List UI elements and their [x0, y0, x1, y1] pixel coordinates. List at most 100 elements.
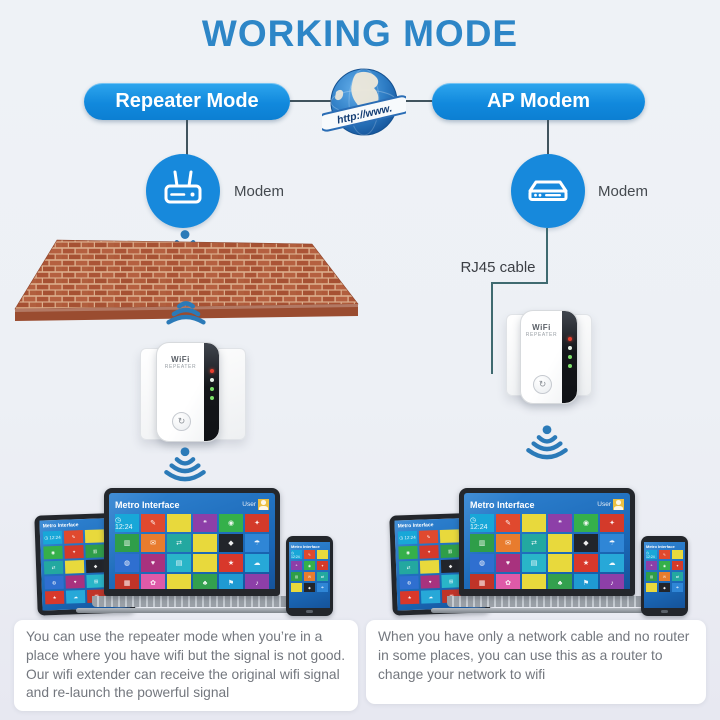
wifi-led: [209, 378, 214, 382]
laptop: Metro Interface User ◷ 12:24✎❝◉✦▥✉⇄◆☂◍♥▤…: [76, 488, 308, 613]
repeater-brand-line2: REPEATER: [164, 364, 197, 370]
metro-tile: [167, 574, 191, 589]
repeater-brand-line1: WiFi: [532, 323, 551, 332]
right-modem-label: Modem: [598, 183, 649, 200]
power-led: [567, 337, 572, 341]
metro-tile: ◉: [398, 545, 418, 560]
metro-tile: ✿: [141, 574, 165, 589]
signal-led: [209, 387, 214, 391]
metro-tile: [672, 550, 683, 559]
device-cluster-right: Metro Interface ◷ 12:24✎❝◉✦▥✉⇄◆☂◍♥▤★☁▦✿ …: [375, 486, 705, 622]
metro-clock-tile: ◷ 12:24: [397, 530, 418, 545]
metro-tile: ◉: [43, 545, 63, 560]
laptop-base: [76, 608, 308, 613]
metro-tile: ❝: [193, 514, 217, 532]
repeater-brand-line2: REPEATER: [525, 332, 558, 338]
metro-tile: ☁: [65, 590, 86, 604]
metro-clock-tile: ◷ 12:24: [42, 530, 63, 545]
tablet-screen-title: Metro Interface: [42, 522, 79, 530]
left-modem-label: Modem: [234, 183, 285, 200]
metro-tile: [522, 574, 546, 589]
metro-tile: ✦: [600, 514, 624, 532]
phone-home-button: [661, 610, 668, 613]
rj45-cable-line-v1: [546, 228, 548, 284]
repeater-mode-label: Repeater Mode: [115, 90, 259, 112]
laptop-base: [431, 608, 663, 613]
metro-tile: ✉: [659, 572, 670, 581]
metro-tile: ♣: [548, 574, 572, 589]
metro-tile: ◆: [85, 559, 106, 573]
phone-tile-grid: ◷ 12:24✎❝◉✦▥✉⇄◆☂: [646, 550, 683, 592]
metro-tile: [167, 514, 191, 532]
metro-tile: ✿: [496, 574, 520, 589]
repeater-mode-note: You can use the repeater mode when you’r…: [14, 620, 358, 711]
brick-wall: [10, 236, 362, 328]
laptop-screen-title: Metro Interface: [470, 499, 535, 510]
laptop-keyboard: [447, 596, 647, 607]
metro-tile: ▥: [85, 544, 105, 558]
phone-screen-title: Metro Interface: [291, 544, 320, 549]
metro-tile: ☁: [600, 554, 624, 572]
lan-led: [567, 364, 572, 368]
metro-tile: ▥: [291, 572, 302, 581]
metro-tile: ⚑: [219, 574, 243, 589]
metro-tile: ☂: [245, 534, 269, 552]
metro-tile: ▥: [470, 534, 494, 552]
metro-tile: ▥: [646, 572, 657, 581]
phone-screen-title: Metro Interface: [646, 544, 675, 549]
metro-tile: ▦: [115, 574, 139, 589]
metro-clock-tile: ◷ 12:24: [291, 550, 302, 559]
metro-tile: ▦: [470, 574, 494, 589]
metro-tile: ✎: [304, 550, 315, 559]
smartphone: Metro Interface ◷ 12:24✎❝◉✦▥✉⇄◆☂: [641, 536, 688, 616]
metro-tile: [439, 529, 460, 543]
user-avatar: [613, 499, 624, 510]
metro-tile: ▤: [522, 554, 546, 572]
right-modem-icon: [511, 154, 585, 228]
metro-tile: ☂: [600, 534, 624, 552]
metro-tile: [291, 583, 302, 592]
metro-tile: ☁: [420, 590, 441, 604]
metro-tile: ◆: [574, 534, 598, 552]
laptop-keyboard: [92, 596, 292, 607]
metro-tile: ◍: [399, 575, 419, 590]
metro-tile: ◉: [219, 514, 243, 532]
metro-tile: ★: [574, 554, 598, 572]
wifi-signal-down-icon: [518, 424, 576, 466]
repeater-led-panel: [204, 343, 219, 441]
metro-tile: ✎: [63, 530, 84, 544]
metro-tile: ▥: [115, 534, 139, 552]
metro-tile: ❝: [548, 514, 572, 532]
metro-tile: ⇄: [522, 534, 546, 552]
page-title: WORKING MODE: [201, 13, 519, 54]
metro-tile: ✦: [317, 561, 328, 570]
metro-tile: ▤: [86, 574, 106, 588]
metro-tile: ♪: [245, 574, 269, 589]
metro-tile: ✎: [141, 514, 165, 532]
metro-tile: ✦: [672, 561, 683, 570]
repeater-led-panel: [562, 311, 577, 403]
tablet-screen-title: Metro Interface: [397, 522, 434, 530]
metro-tile: ✦: [245, 514, 269, 532]
metro-tile: ♥: [420, 575, 440, 589]
rj45-cable-line-v2: [491, 282, 493, 374]
repeater-brand: WiFi REPEATER: [521, 323, 562, 338]
metro-tile: ▤: [167, 554, 191, 572]
metro-tile: ❝: [646, 561, 657, 570]
left-pill-to-modem-line: [186, 120, 188, 156]
metro-tile: ◍: [44, 575, 64, 590]
metro-tile: ◍: [115, 554, 139, 572]
metro-tile: ◉: [574, 514, 598, 532]
user-avatar: [258, 499, 269, 510]
wps-button: ↻: [172, 412, 191, 431]
metro-tile: [548, 534, 572, 552]
metro-tile: ⇄: [398, 560, 419, 575]
metro-tile: ♥: [141, 554, 165, 572]
metro-tile: ◆: [304, 583, 315, 592]
repeater-brand: WiFi REPEATER: [157, 355, 204, 370]
laptop-screen-title: Metro Interface: [115, 499, 180, 510]
power-led: [209, 369, 214, 373]
metro-tile: ☁: [245, 554, 269, 572]
metro-tile: [193, 534, 217, 552]
